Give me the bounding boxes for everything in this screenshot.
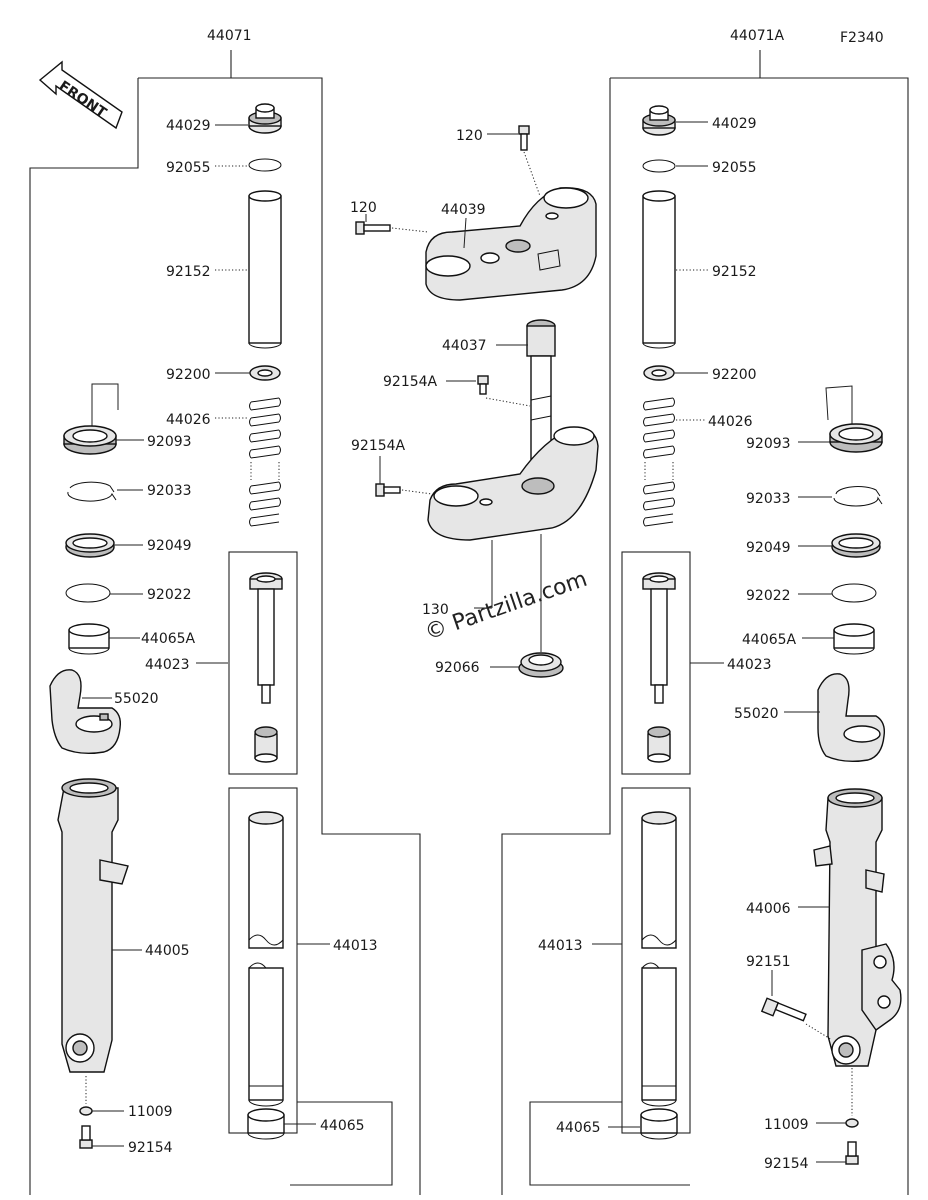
leader-92093-right: [825, 385, 853, 426]
label-92049-left: 92049: [147, 538, 192, 554]
frame-left-damper: [228, 551, 298, 775]
outer-tube-right: [813, 788, 902, 1067]
upper-triple-clamp: [425, 187, 597, 301]
label-44006-right: 44006: [746, 901, 791, 917]
label-92033-left: 92033: [147, 483, 192, 499]
label-92055-right: 92055: [712, 160, 757, 176]
label-44029-left: 44029: [166, 118, 211, 134]
label-44065-right: 44065: [556, 1120, 601, 1136]
label-92152-left: 92152: [166, 264, 211, 280]
label-44013-left: 44013: [333, 938, 378, 954]
outer-tube-left: [57, 778, 129, 1073]
bolt-120-top: [518, 125, 530, 151]
frame-right-bottom: [529, 1101, 690, 1186]
label-120-left: 120: [350, 200, 377, 216]
lower-triple-clamp: [427, 426, 599, 541]
dust-seal-left: [65, 533, 115, 558]
washer-92022-right: [831, 583, 877, 603]
assembly-label-right: 44071A: [730, 28, 785, 44]
label-120-top: 120: [456, 128, 483, 144]
label-92093-right: 92093: [746, 436, 791, 452]
inner-tube-right: [641, 811, 677, 1107]
label-11009-left: 11009: [128, 1104, 173, 1120]
label-44029-right: 44029: [712, 116, 757, 132]
bolt-92151-right: [760, 997, 807, 1022]
label-92152-right: 92152: [712, 264, 757, 280]
bushing-44065a-left: [68, 623, 110, 655]
label-44039: 44039: [441, 202, 486, 218]
frame-left-bottom: [290, 1101, 393, 1186]
label-92033-right: 92033: [746, 491, 791, 507]
bolt-92154a-upper: [477, 375, 489, 395]
spacer-tube-right: [642, 190, 676, 349]
front-arrow-icon: FRONT: [38, 60, 123, 130]
fork-spring-right: [643, 397, 675, 527]
label-44026-left: 44026: [166, 412, 211, 428]
bolt-120-left: [355, 221, 391, 235]
bushing-44065-left: [247, 1108, 285, 1140]
bushing-44065a-right: [833, 623, 875, 655]
bushing-44065-right: [640, 1108, 678, 1140]
label-130: 130: [422, 602, 449, 618]
label-55020-right: 55020: [734, 706, 779, 722]
label-92093-left: 92093: [147, 434, 192, 450]
inner-tube-left: [248, 811, 284, 1107]
gasket-11009-right: [845, 1118, 859, 1128]
label-44005-left: 44005: [145, 943, 190, 959]
label-92154-right: 92154: [764, 1156, 809, 1172]
label-44037: 44037: [442, 338, 487, 354]
o-ring-right: [642, 159, 676, 173]
dust-seal-right: [831, 533, 881, 558]
fork-spring-left: [249, 397, 281, 527]
cap-bolt-right: [642, 105, 676, 136]
bolt-92154a-lower: [375, 483, 401, 497]
cap-bolt-left: [248, 103, 282, 134]
label-44013-right: 44013: [538, 938, 583, 954]
label-92049-right: 92049: [746, 540, 791, 556]
label-44023-right: 44023: [727, 657, 772, 673]
label-11009-right: 11009: [764, 1117, 809, 1133]
label-92066: 92066: [435, 660, 480, 676]
leader-92093-left: [91, 383, 119, 426]
bolt-92154-right: [845, 1141, 859, 1165]
label-92200-left: 92200: [166, 367, 211, 383]
label-92151-right: 92151: [746, 954, 791, 970]
label-44065a-right: 44065A: [742, 632, 797, 648]
label-44026-right: 44026: [708, 414, 753, 430]
frame-right-assembly: [501, 50, 909, 1195]
label-44065-left: 44065: [320, 1118, 365, 1134]
gasket-11009-left: [79, 1106, 93, 1116]
label-55020-left: 55020: [114, 691, 159, 707]
label-92154a-upper: 92154A: [383, 374, 438, 390]
spacer-tube-left: [248, 190, 282, 349]
label-44065a-left: 44065A: [141, 631, 196, 647]
bolt-92154-left: [79, 1125, 93, 1149]
damper-cartridge-right: [642, 572, 676, 763]
bearing-92066: [518, 652, 564, 678]
label-44023-left: 44023: [145, 657, 190, 673]
label-92022-left: 92022: [147, 587, 192, 603]
assembly-label-left: 44071: [207, 28, 252, 44]
label-92154a-lower: 92154A: [351, 438, 406, 454]
washer-92022-left: [65, 583, 111, 603]
label-92154-left: 92154: [128, 1140, 173, 1156]
oil-seal-right: [829, 423, 883, 453]
fork-guard-left: [49, 669, 122, 755]
figure-code: F2340: [840, 30, 884, 46]
o-ring-left: [248, 158, 282, 172]
damper-cartridge-left: [249, 572, 283, 763]
snap-ring-left: [67, 481, 117, 502]
oil-seal-left: [63, 425, 117, 455]
label-92200-right: 92200: [712, 367, 757, 383]
snap-ring-right: [833, 486, 883, 507]
fork-guard-right: [817, 673, 886, 763]
frame-left-assembly: [29, 50, 421, 1195]
label-92055-left: 92055: [166, 160, 211, 176]
label-92022-right: 92022: [746, 588, 791, 604]
